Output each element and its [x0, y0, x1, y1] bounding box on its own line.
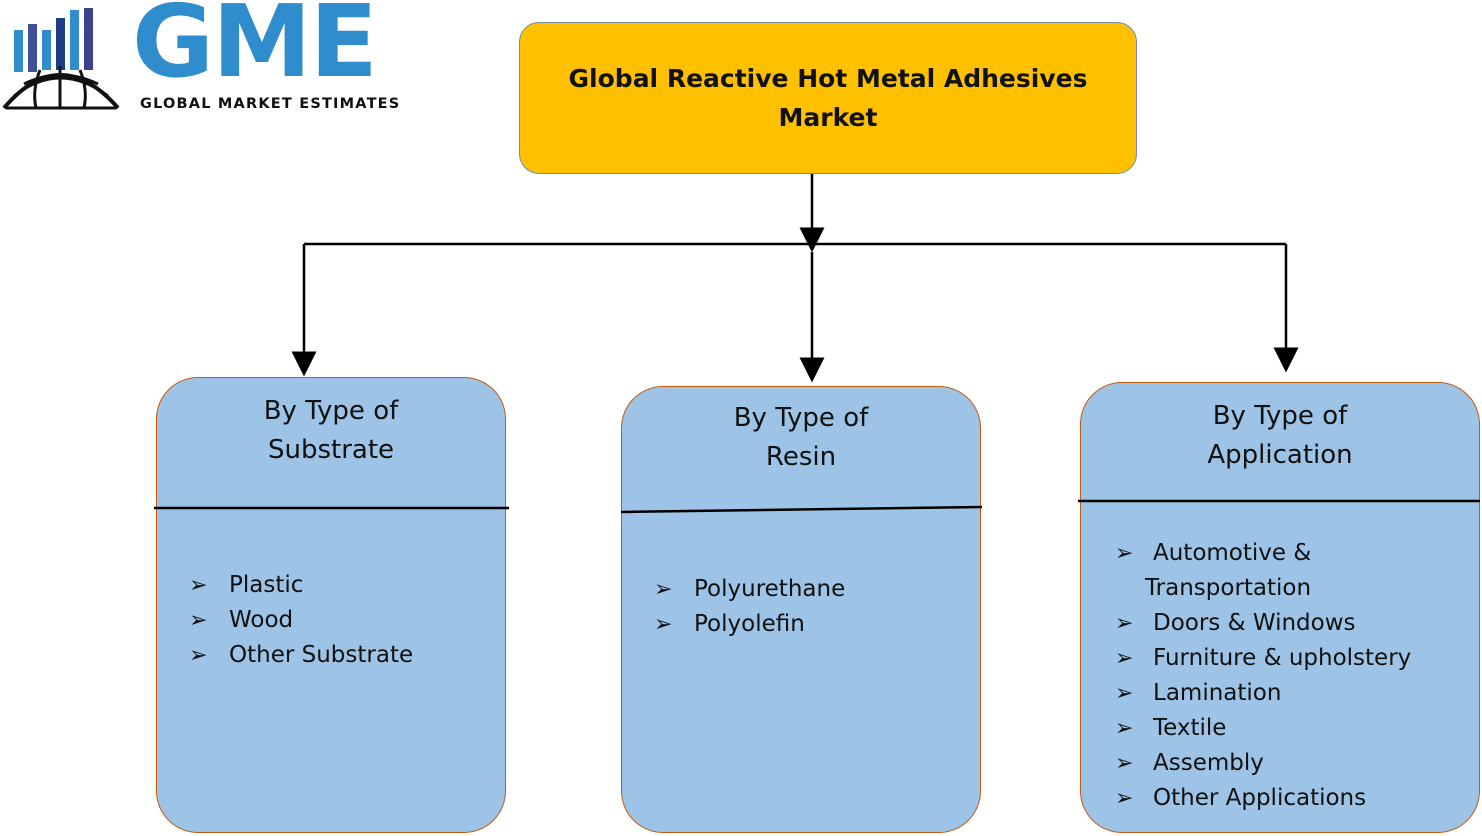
arrowhead-bullet-icon: ➢ [1115, 681, 1134, 706]
arrowhead-bullet-icon: ➢ [189, 573, 208, 598]
list-item: ➢Furniture & upholstery [1115, 641, 1411, 676]
application-heading-line1: By Type of [1212, 401, 1348, 431]
substrate-heading: By Type of Substrate [157, 392, 505, 470]
globe-chart-icon [2, 8, 120, 110]
list-item: ➢Automotive & [1115, 536, 1411, 571]
arrowhead-bullet-icon: ➢ [654, 612, 673, 637]
logo-tagline: GLOBAL MARKET ESTIMATES [140, 96, 401, 112]
arrowhead-bullet-icon: ➢ [189, 608, 208, 633]
substrate-card: By Type of Substrate ➢Plastic ➢Wood ➢Oth… [156, 377, 506, 833]
gme-logo: GME GLOBAL MARKET ESTIMATES [0, 0, 445, 118]
resin-items: ➢Polyurethane ➢Polyolefin [654, 572, 845, 642]
list-item: ➢Other Applications [1115, 781, 1411, 816]
application-heading: By Type of Application [1081, 397, 1479, 475]
market-title: Global Reactive Hot Metal Adhesives Mark… [568, 64, 1088, 132]
arrowhead-bullet-icon: ➢ [1115, 716, 1134, 741]
list-item: ➢Polyurethane [654, 572, 845, 607]
resin-heading: By Type of Resin [622, 399, 980, 477]
market-title-box: Global Reactive Hot Metal Adhesives Mark… [519, 22, 1137, 174]
list-item: ➢Other Substrate [189, 638, 413, 673]
list-item: ➢Doors & Windows [1115, 606, 1411, 641]
list-item: ➢Textile [1115, 711, 1411, 746]
arrowhead-bullet-icon: ➢ [654, 577, 673, 602]
arrowhead-bullet-icon: ➢ [1115, 786, 1134, 811]
arrowhead-bullet-icon: ➢ [1115, 751, 1134, 776]
list-item-continuation: Transportation [1145, 575, 1312, 601]
application-heading-line2: Application [1207, 440, 1353, 470]
resin-divider [620, 505, 983, 514]
resin-heading-line2: Resin [765, 442, 837, 472]
logo-letters: GME [132, 0, 378, 100]
list-item: ➢Lamination [1115, 676, 1411, 711]
list-item: ➢Assembly [1115, 746, 1411, 781]
substrate-items: ➢Plastic ➢Wood ➢Other Substrate [189, 568, 413, 673]
list-item: ➢Polyolefin [654, 607, 845, 642]
arrowhead-bullet-icon: ➢ [189, 643, 208, 668]
resin-heading-line1: By Type of [733, 403, 869, 433]
application-card: By Type of Application ➢Automotive & Tra… [1080, 382, 1480, 833]
substrate-heading-line1: By Type of [263, 396, 399, 426]
arrowhead-bullet-icon: ➢ [1115, 646, 1134, 671]
application-items: ➢Automotive & Transportation ➢Doors & Wi… [1115, 536, 1411, 816]
substrate-heading-line2: Substrate [267, 435, 395, 465]
resin-card: By Type of Resin ➢Polyurethane ➢Polyolef… [621, 386, 981, 833]
arrowhead-bullet-icon: ➢ [1115, 541, 1134, 566]
arrowhead-bullet-icon: ➢ [1115, 611, 1134, 636]
list-item: ➢Wood [189, 603, 413, 638]
list-item: ➢Plastic [189, 568, 413, 603]
